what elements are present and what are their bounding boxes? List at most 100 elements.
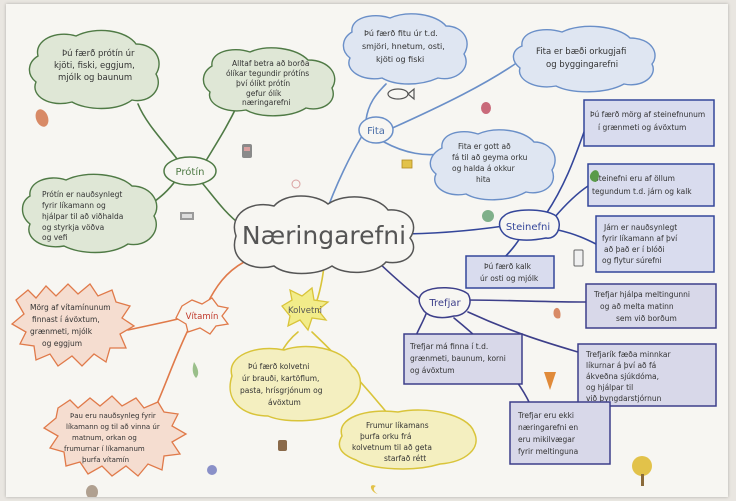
note-kolvetni-energy: Frumur líkamans þurfa orku frá kolvetnum… [338,409,477,470]
protin-label: Prótín [176,166,205,178]
box-shape [583,99,715,147]
branch-vitamin: Vítamín [175,297,230,335]
note-line: ávöxtum [268,398,301,407]
box-shape [465,255,555,289]
note-line: að það er í blóði [604,245,665,254]
note-line: og byggingarefni [546,60,618,70]
note-line: úr osti og mjólk [480,274,539,283]
note-steinefni-calcium: Þú færð kalk úr osti og mjólk [465,255,555,289]
branch-fita: Fita [358,116,394,144]
branch-kolvetni: Kolvetni [281,286,330,332]
branch-trefjar: Trefjar [418,287,471,319]
note-line: Steinefni eru af öllum [594,174,675,183]
note-line: Þú færð prótín úr [62,48,135,59]
svg-text:Þú færð kolvetni úr brau: Þú færð kolvetni úr brauði, kartöflum, p… [240,362,325,407]
fita-bubble [358,116,394,144]
leaf-icon [589,170,599,182]
note-line: eru mikilvægar [518,435,576,444]
note-line: og ávöxtum [410,366,455,375]
cloud-shape [202,47,336,117]
note-line: og hjálpar til [586,383,633,392]
trefjar-bubble [418,287,471,319]
box-shape [595,215,715,273]
bean-icon [86,485,98,497]
note-line: Þau eru nauðsynleg fyrir [70,412,156,420]
note-line: við þyngdarstjórnun [586,394,662,403]
paper-sheet: Næringarefni Prótín Fita Steinefni Trefj… [6,4,728,497]
note-line: smjöri, hnetum, osti, [362,42,445,51]
note-line: þurfa vítamín [82,456,129,464]
svg-text:Alltaf betra að borða ól: Alltaf betra að borða ólíkar tegundir pr… [226,59,312,107]
steinefni-label: Steinefni [506,222,550,233]
note-line: fyrir líkamann og [42,201,106,210]
flower-icon [291,179,301,189]
tree-icon [632,456,652,486]
note-line: kolvetnum til að geta [352,443,432,452]
note-line: líkamann og til að vinna úr [66,423,160,431]
note-line: starfað rétt [384,454,426,463]
svg-text:Mörg af vítamínunum finn: Mörg af vítamínunum finnast í ávöxtum, g… [30,303,113,348]
note-line: hita [476,175,490,184]
note-line: því ólíkt prótín [236,79,290,88]
svg-text:Fita er bæði orkugjafi o: Fita er bæði orkugjafi og byggingarefni [536,47,629,70]
note-line: Þú færð mörg af steinefnunum [590,110,705,119]
broccoli-icon [482,210,494,222]
box-shape [587,163,715,207]
kolvetni-burst [281,286,330,332]
doodles [35,87,652,497]
note-trefjar-energy: Trefjar eru ekki næringarefni en eru mik… [509,401,611,465]
carrot-icon [544,372,556,390]
mind-map: Næringarefni Prótín Fita Steinefni Trefj… [10,13,717,497]
note-protin-variety: Alltaf betra að borða ólíkar tegundir pr… [202,47,336,117]
branch-steinefni: Steinefni [498,209,560,241]
note-line: Fita er bæði orkugjafi [536,47,626,57]
note-line: fyrir meltinguna [518,447,578,456]
svg-text:Steinefni eru af öllum t: Steinefni eru af öllum tegundum t.d. jár… [592,174,692,196]
note-line: Trefjar má finna í t.d. [409,342,488,351]
note-line: kjöti, fiski, eggjum, [54,61,135,71]
box-shape [403,333,523,385]
note-line: í grænmeti og ávöxtum [598,123,686,132]
note-line: og eggjum [42,339,82,348]
svg-text:Fita er gott að fá til a: Fita er gott að fá til að geyma orku og … [452,142,530,184]
egg-icon [481,102,491,114]
svg-text:Trefjarík fæða minnkar l: Trefjarík fæða minnkar líkurnar á því að… [585,350,673,403]
note-line: og halda á okkur [452,164,516,173]
svg-text:Prótín er nauðsynlegt fy: Prótín er nauðsynlegt fyrir líkamann og … [42,190,126,242]
milk-icon [573,249,584,267]
note-line: Fita er gott að [458,142,511,151]
note-line: tegundum t.d. járn og kalk [592,187,692,196]
note-line: grænmeti, mjólk [30,327,93,336]
note-fita-energy: Fita er gott að fá til að geyma orku og … [429,129,556,201]
bean-icon [553,307,561,319]
note-line: næringarefni [242,98,290,107]
svg-text:Þau eru nauðsynleg fyrir: Þau eru nauðsynleg fyrir líkamann og til… [64,412,162,464]
trefjar-label: Trefjar [428,298,461,309]
note-line: Prótín er nauðsynlegt [42,190,122,199]
note-line: næringarefni en [518,423,578,432]
note-line: og flytur súrefni [602,256,662,265]
note-line: finnast í ávöxtum, [32,315,100,324]
note-vitamin-needed: Þau eru nauðsynleg fyrir líkamann og til… [42,395,188,477]
cheese-icon [180,212,194,220]
note-line: Frumur líkamans [366,421,429,430]
kolvetni-label: Kolvetni [288,306,322,316]
note-line: Þú færð kolvetni [248,362,309,371]
note-line: og að melta matinn [600,302,674,311]
bread-icon [278,440,287,451]
fish-icon [387,87,415,101]
svg-text:Þú færð prótín úr kjöti,: Þú færð prótín úr kjöti, fiski, eggjum, … [54,48,138,83]
note-line: Mörg af vítamínunum [30,303,111,312]
steinefni-bubble [498,209,560,241]
note-line: Trefjarík fæða minnkar [585,350,672,359]
note-line: Alltaf betra að borða [232,59,309,68]
note-line: þurfa orku frá [360,432,411,441]
note-line: hjálpar til að viðhalda [42,212,123,221]
svg-text:Trefjar eru ekki næringa: Trefjar eru ekki næringarefni en eru mik… [517,411,581,456]
note-line: sem við borðum [616,314,677,323]
note-line: ólíkar tegundir prótíns [226,69,309,78]
note-line: Trefjar hjálpa meltingunni [593,290,690,299]
note-line: fyrir líkamann af því [602,234,678,243]
cloud-shape [512,25,656,93]
note-line: gefur ólík [246,89,282,98]
